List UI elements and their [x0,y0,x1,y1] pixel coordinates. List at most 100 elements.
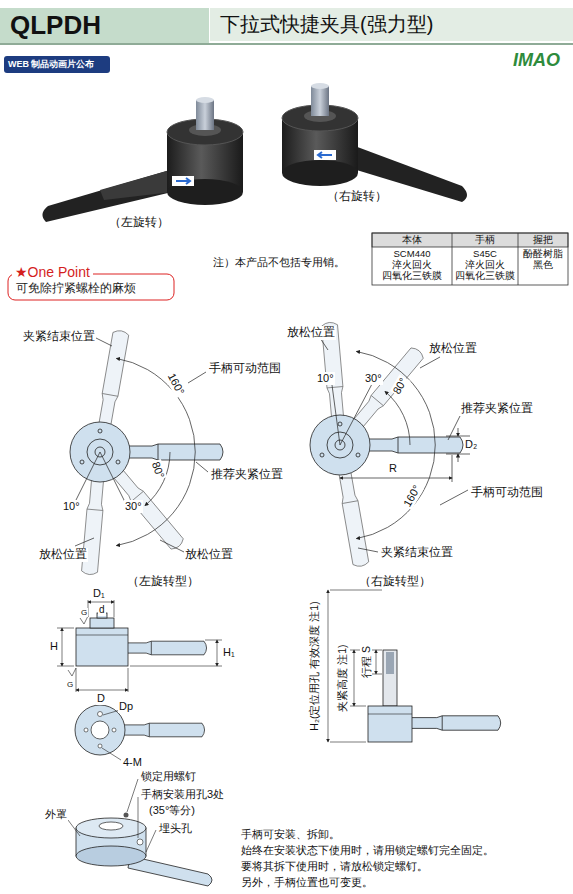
callout-label: 手柄可安装、拆卸。 [240,828,341,841]
callout-label: 放松位置 [286,326,336,340]
side-view-left [76,635,128,636]
dimension-label: Dp [118,700,134,713]
perspective-view [146,830,156,852]
material-table [372,233,568,285]
dimension-label: R [388,462,398,475]
table-cell: SCM440 淬火回火 四氧化三铁膜 [372,249,452,282]
product-photo-right [311,86,329,116]
right-rotation-diagram [340,478,452,479]
node-text: 下拉式快捷夹具(强力型) [220,11,573,38]
left-rotation-diagram [117,358,196,545]
side-view-right [372,674,382,675]
right-rotation-diagram [348,346,425,434]
side-view-right [328,590,329,742]
dimension-label: H₁ [222,646,236,659]
top-view-left [84,728,88,732]
top-view-left [102,748,121,760]
callout-label: 外罩 [44,808,68,821]
photo-caption: （右旋转） [326,190,388,204]
right-rotation-diagram [358,548,378,552]
one-point-heading: ★One Point [12,264,93,280]
perspective-view [68,820,80,836]
note: 注）本产品不包括专用销。 [212,256,346,269]
side-view-right [330,590,382,591]
right-rotation-diagram [332,385,340,445]
callout-label: 另外，手柄位置也可变更。 [240,876,374,889]
product-photo-left [196,100,214,130]
side-view-left [76,668,77,692]
left-rotation-diagram [94,337,112,346]
logo: IMAO [512,50,561,71]
side-view-left [121,641,207,655]
table-cell: S45C 淬火回火 四氧化三铁膜 [452,249,518,282]
right-rotation-diagram [362,437,463,453]
right-rotation-diagram [452,455,453,482]
node-text: WEB 制品动画片公布 [8,58,106,71]
right-rotation-diagram [458,454,459,462]
side-view-right [328,590,382,742]
callout-label: （右旋转型） [358,575,432,589]
side-view-left [68,668,76,676]
node-text: QLPDH [10,10,209,41]
left-rotation-diagram [122,444,223,460]
side-view-right [330,742,366,743]
callout-label: 始终在安装状态下使用时，请用锁定螺钉完全固定。 [240,844,495,857]
product-photo-right [314,150,336,160]
dimension-label: D [96,692,106,705]
top-view-left [112,728,116,732]
dimension-label: G [66,680,74,689]
dimension-label: 行程 S [360,645,372,679]
side-view-left [76,628,128,666]
angle-dimension: 10° [62,500,81,513]
perspective-view [76,846,146,866]
title-rule [0,43,573,45]
product-photo-left [172,176,194,186]
product-photo-left [100,170,172,200]
callout-label: 锁定用螺钉 [140,770,197,783]
perspective-view [137,839,143,845]
dimension-label: d [98,604,106,616]
left-rotation-diagram [108,464,185,552]
right-rotation-diagram [310,322,470,568]
callout-label: 放松位置 [428,342,478,356]
right-rotation-diagram [336,465,369,567]
side-view-right [368,714,412,715]
dimension-label: H [49,640,59,653]
product-photo-right [311,83,329,89]
right-rotation-diagram [320,338,470,552]
side-view-right [410,716,501,730]
callout-label: 夹紧结束位置 [22,330,96,344]
right-rotation-diagram [320,338,328,350]
side-view-left [88,602,114,603]
callout-label: 手柄可动范围 [470,486,544,500]
side-view-right [350,706,366,707]
side-view-right [386,652,394,674]
side-view-right [368,706,412,742]
callout-label: 手柄安装用孔3处 [140,788,225,801]
top-view-left [98,712,103,717]
side-view-left [130,666,222,667]
perspective-view [138,797,139,838]
product-photo-left [42,97,243,222]
side-view-right [383,650,397,706]
top-view-left [91,721,109,739]
callout-label: 放松位置 [38,548,88,562]
left-rotation-diagram [70,329,223,575]
product-photo-left [196,97,214,103]
callout-label: 推荐夹紧位置 [460,402,534,416]
perspective-view [76,818,146,838]
dimension-label: G [80,608,88,617]
side-view-left [57,628,74,629]
callout-label: 放松位置 [184,548,234,562]
right-rotation-diagram [420,357,440,368]
right-rotation-diagram [440,490,468,505]
angle-dimension: 80° [149,459,167,481]
perspective-view [99,822,123,830]
product-photo-right [282,83,467,202]
dimension-label: D₁ [92,587,106,600]
right-rotation-diagram [357,351,436,538]
table-header: 手柄 [452,234,518,246]
left-rotation-diagram [188,372,206,383]
angle-dimension: (35°等分) [148,804,196,817]
side-view-left [217,640,218,666]
